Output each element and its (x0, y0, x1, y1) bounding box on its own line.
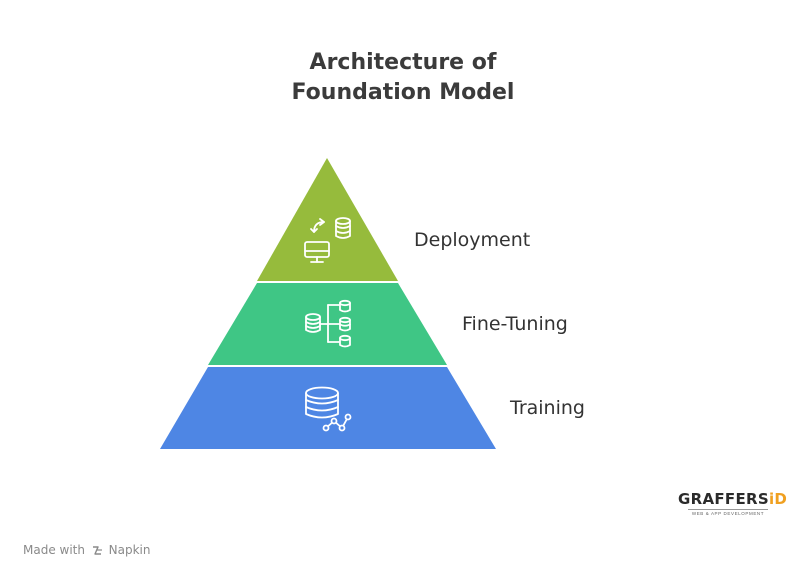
layer-label-deployment: Deployment (414, 229, 531, 251)
layer-label-fine-tuning: Fine-Tuning (462, 313, 568, 335)
napkin-logo-icon (92, 546, 102, 555)
database-network-icon (305, 386, 352, 432)
made-with-napkin-credit[interactable]: Made with Napkin (23, 543, 150, 557)
diagram-title: Architecture of Foundation Model (0, 48, 806, 108)
napkin-text: Napkin (108, 543, 151, 557)
sync-database-monitor-icon (304, 217, 351, 263)
layer-label-training: Training (510, 397, 585, 419)
graffersid-logo: GRAFFERSiD WEB & APP DEVELOPMENT (678, 490, 787, 516)
title-line-2: Foundation Model (291, 80, 515, 105)
brand-tagline: WEB & APP DEVELOPMENT (688, 509, 768, 516)
brand-name-accent: iD (768, 490, 788, 508)
pyramid-tier-deployment (257, 158, 398, 281)
brand-name: GRAFFERS (678, 490, 769, 508)
title-line-1: Architecture of (309, 50, 497, 75)
database-hierarchy-icon (305, 299, 351, 348)
made-with-text: Made with (23, 543, 85, 557)
pyramid-tier-training (160, 367, 496, 449)
